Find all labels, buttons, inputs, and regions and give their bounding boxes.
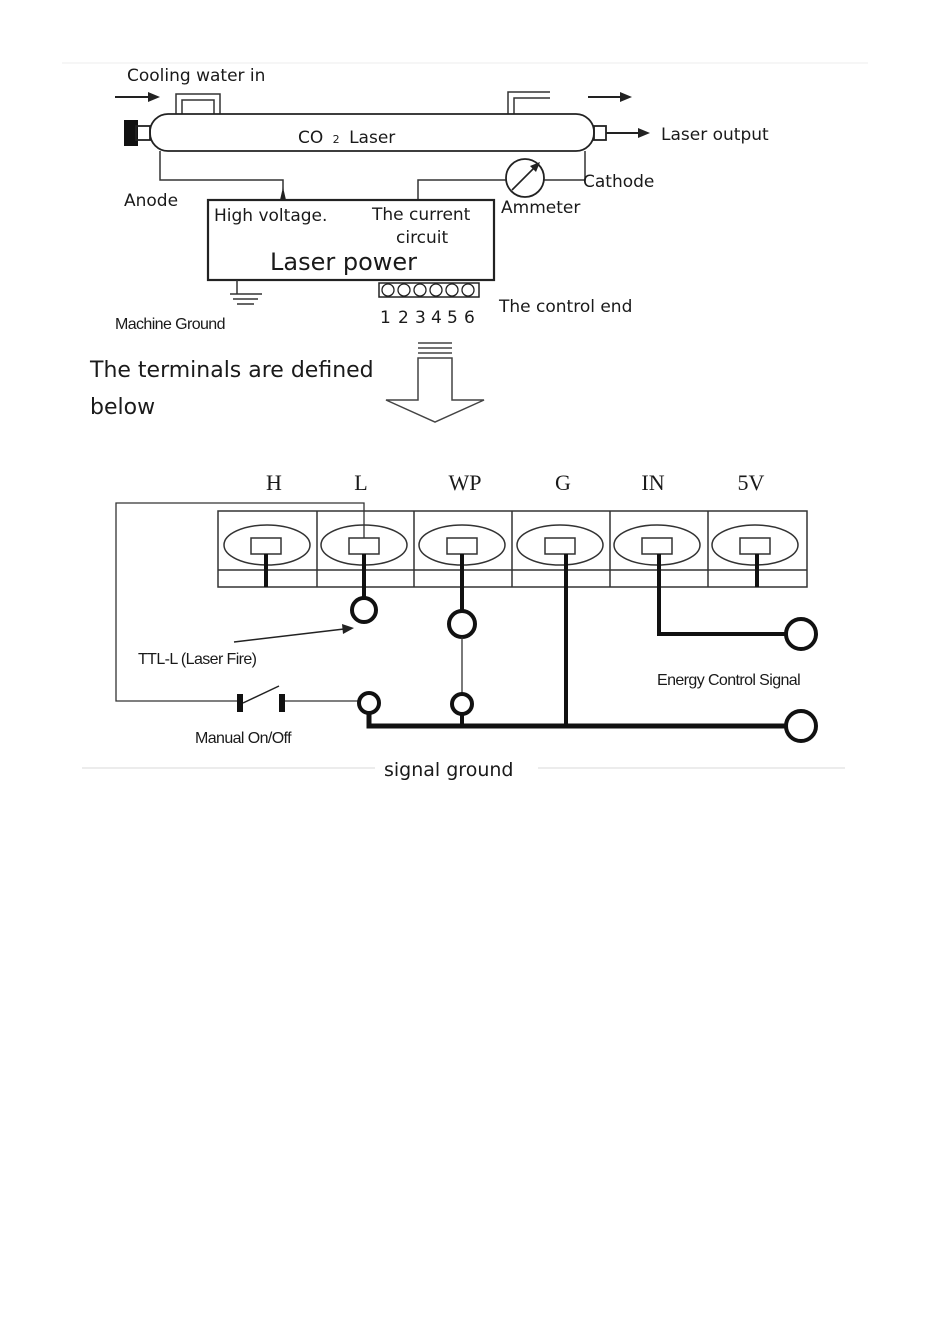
control-end-label: The control end bbox=[498, 297, 632, 317]
cooling-water-in-label: Cooling water in bbox=[127, 66, 265, 86]
anode-terminal-icon bbox=[280, 187, 286, 200]
terminal-leads bbox=[266, 554, 787, 726]
current-circuit-label-2: circuit bbox=[396, 228, 449, 248]
terminal-number: 1 bbox=[380, 308, 391, 328]
terminal-number: 2 bbox=[398, 308, 409, 328]
current-circuit-label-1: The current bbox=[371, 205, 471, 225]
h-loop-wire bbox=[116, 503, 364, 701]
caption-line-2: below bbox=[90, 395, 155, 420]
terminal-screw-g bbox=[517, 525, 603, 565]
terminal-label-wp: WP bbox=[449, 470, 482, 495]
terminal-label-l: L bbox=[354, 470, 367, 495]
energy-control-ring bbox=[786, 619, 816, 649]
terminal-number: 4 bbox=[431, 308, 442, 328]
machine-ground-icon bbox=[230, 280, 262, 304]
ttl-l-ring bbox=[352, 598, 376, 622]
ammeter-label: Ammeter bbox=[501, 198, 580, 218]
switch-ground-ring bbox=[359, 693, 379, 713]
machine-ground-label: Machine Ground bbox=[115, 316, 225, 333]
anode-label: Anode bbox=[124, 191, 178, 211]
signal-ground-label: signal ground bbox=[384, 759, 513, 781]
high-voltage-label: High voltage. bbox=[214, 206, 327, 226]
wp-ground-ring bbox=[452, 694, 472, 714]
terminal-label-h: H bbox=[266, 470, 282, 495]
down-arrow-icon bbox=[386, 343, 484, 422]
ttl-label: TTL-L (Laser Fire) bbox=[138, 651, 257, 668]
subscript-text: 2 bbox=[333, 133, 340, 146]
terminal-labels: H L WP G IN 5V bbox=[266, 470, 765, 495]
terminal-number: 5 bbox=[447, 308, 458, 328]
co-text: CO bbox=[298, 128, 323, 148]
ammeter-gauge-icon bbox=[506, 159, 544, 197]
water-out-pipe bbox=[508, 92, 550, 114]
terminal-number: 3 bbox=[415, 308, 426, 328]
terminal-label-g: G bbox=[555, 470, 571, 495]
cathode-wire bbox=[418, 180, 506, 200]
laser-text: Laser bbox=[349, 128, 395, 148]
control-terminal-numbers: 1 2 3 4 5 6 bbox=[380, 308, 475, 328]
wp-ring bbox=[449, 611, 475, 637]
manual-switch-label: Manual On/Off bbox=[195, 730, 292, 747]
signal-ground-bus bbox=[369, 713, 787, 726]
ttl-pointer-arrow-icon bbox=[234, 624, 354, 642]
terminal-label-5v: 5V bbox=[738, 470, 765, 495]
cathode-wire-right bbox=[544, 151, 585, 180]
energy-control-label: Energy Control Signal bbox=[657, 672, 800, 689]
signal-ground-ring bbox=[786, 711, 816, 741]
water-out-arrow-icon bbox=[588, 92, 632, 102]
caption-line-1: The terminals are defined bbox=[89, 358, 374, 383]
laser-output-label: Laser output bbox=[661, 125, 769, 145]
terminal-number: 6 bbox=[464, 308, 475, 328]
water-in-pipe bbox=[176, 94, 220, 114]
laser-power-label: Laser power bbox=[270, 248, 417, 276]
laser-output-arrow-icon bbox=[606, 128, 650, 138]
anode-wire bbox=[160, 151, 283, 190]
terminal-label-in: IN bbox=[641, 470, 664, 495]
water-in-arrow-icon bbox=[115, 92, 160, 102]
control-connector bbox=[379, 283, 479, 297]
cathode-label: Cathode bbox=[583, 172, 654, 192]
terminal-block bbox=[218, 511, 807, 587]
manual-switch-icon bbox=[237, 686, 285, 712]
